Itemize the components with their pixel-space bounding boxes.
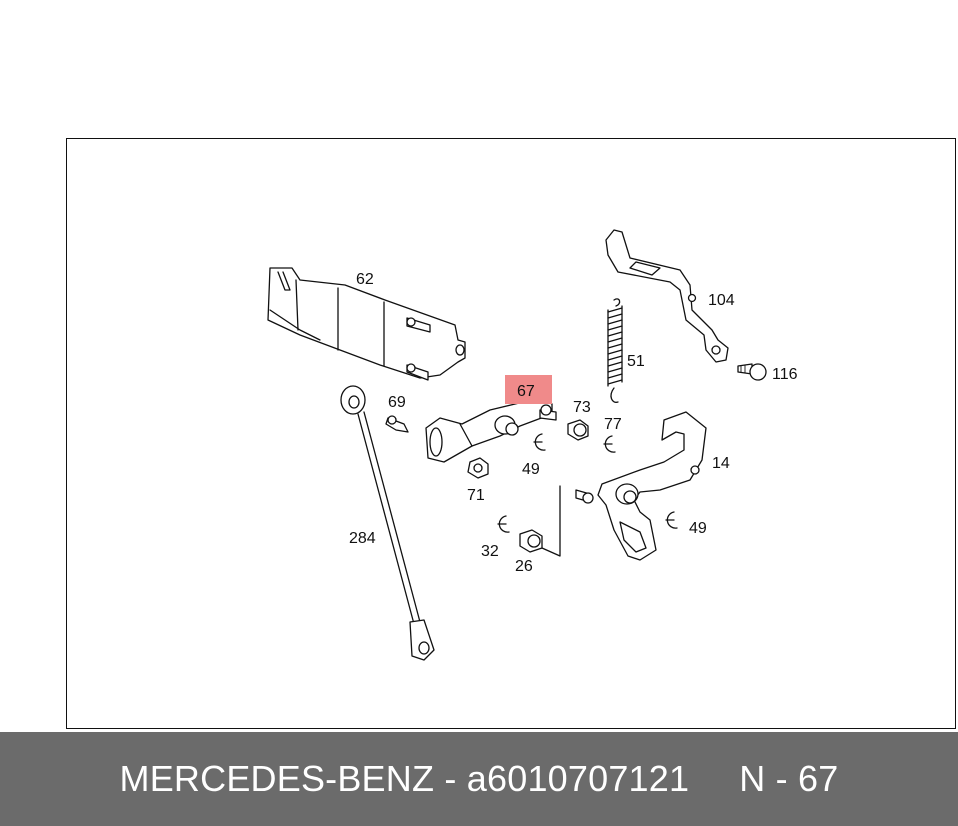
brand-name: MERCEDES-BENZ [119, 758, 435, 799]
label-51: 51 [627, 353, 645, 370]
label-77: 77 [604, 416, 622, 433]
part-69-pin[interactable] [385, 415, 409, 433]
leader-line [541, 485, 561, 557]
part-104-bracket[interactable] [605, 229, 729, 363]
label-49-upper: 49 [522, 461, 540, 478]
part-67-lever[interactable] [425, 397, 557, 463]
position-reference: N - 67 [739, 758, 839, 799]
label-104: 104 [708, 292, 735, 309]
part-49-clip-lower[interactable] [665, 511, 678, 529]
part-116-bolt[interactable] [737, 363, 767, 381]
part-77-clip[interactable] [603, 435, 616, 453]
label-73: 73 [573, 399, 591, 416]
part-49-clip-upper[interactable] [533, 433, 546, 451]
part-71-nut[interactable] [467, 457, 489, 479]
exploded-parts-diagram: 62 104 51 116 69 67 73 77 14 49 71 49 28… [267, 229, 798, 661]
label-14: 14 [712, 455, 730, 472]
label-67[interactable]: 67 [517, 383, 535, 400]
part-73-bushing[interactable] [567, 419, 589, 441]
part-26-bushing[interactable] [519, 529, 543, 553]
part-32-clip[interactable] [497, 515, 510, 533]
label-284: 284 [349, 530, 376, 547]
label-62: 62 [356, 271, 374, 288]
highlight-box-67 [505, 375, 552, 404]
label-26: 26 [515, 558, 533, 575]
part-284-connecting-rod[interactable] [340, 385, 435, 661]
part-number: a6010707121 [466, 758, 690, 799]
label-116: 116 [772, 366, 798, 383]
label-49-lower: 49 [689, 520, 707, 537]
part-51-spring[interactable] [607, 298, 623, 403]
label-69: 69 [388, 394, 406, 411]
footer-bar: MERCEDES-BENZ - a6010707121 N - 67 [0, 732, 958, 826]
part-62-bracket[interactable] [267, 267, 466, 381]
label-71: 71 [467, 487, 485, 504]
label-32: 32 [481, 543, 499, 560]
separator: - [444, 758, 457, 799]
part-14-lever-bracket[interactable] [575, 411, 707, 561]
